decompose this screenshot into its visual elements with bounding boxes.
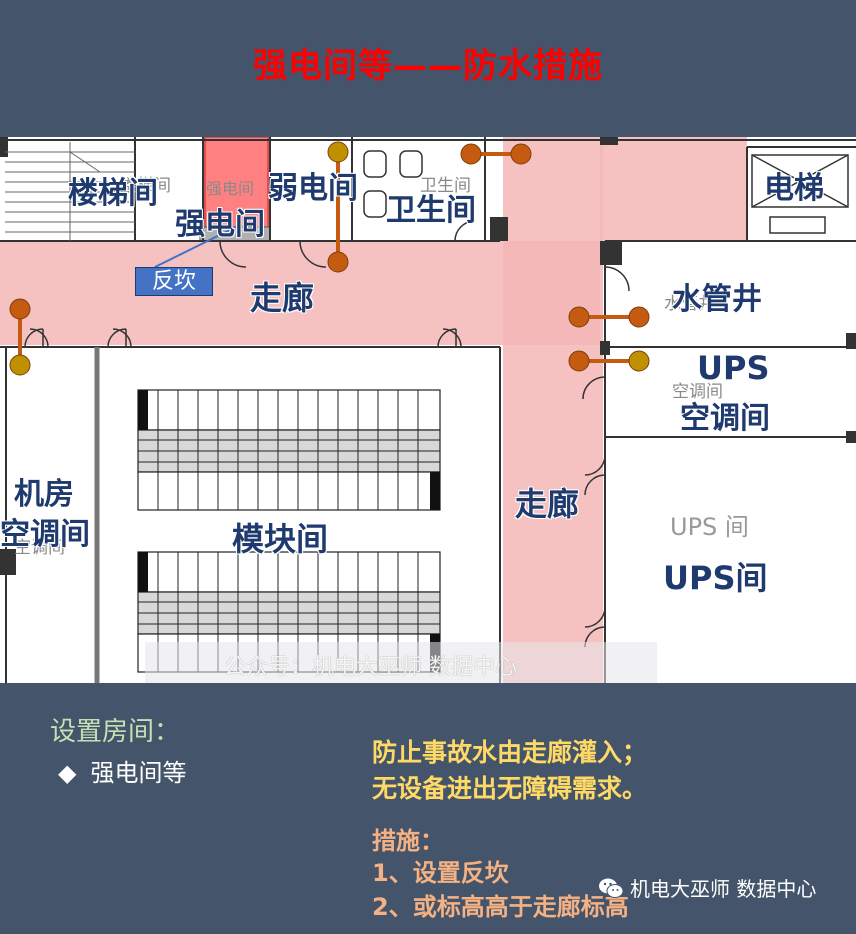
corridor-right-label: 走廊 (515, 485, 580, 523)
reason-line-2: 无设备进出无障碍需求。 (372, 774, 648, 803)
strong-room-label: 强电间 (175, 207, 265, 242)
machine-ac-label-line1: 机房 (14, 477, 74, 512)
notes-panel: 设置房间： ◆强电间等 防止事故水由走廊灌入； 无设备进出无障碍需求。 措施： … (0, 683, 856, 934)
toilet-ghost-label: 卫生间 (420, 176, 471, 196)
ups-room-label: UPS间 (663, 559, 768, 597)
setting-item-text: 强电间等 (90, 759, 187, 787)
ups-ac-label-line2: 空调间 (680, 401, 770, 436)
corridor-upper-right-fill (600, 137, 747, 241)
machine-ac-label-line2: 空调间 (0, 517, 90, 552)
stair-label: 楼梯间 (68, 176, 158, 211)
module-room-label: 模块间 (232, 520, 329, 558)
corridor-right-fill (503, 137, 603, 683)
measure-item-1: 1、设置反坎 (372, 859, 509, 887)
measures-title: 措施： (372, 827, 444, 855)
toilet-label: 卫生间 (386, 193, 476, 228)
strong-room-ghost-label: 强电间 (206, 179, 255, 198)
ups-ghost-label: UPS 间 (670, 513, 749, 541)
ups-ac-ghost-label: 空调间 (672, 382, 723, 402)
measure-item-2: 2、或标高高于走廊标高 (372, 893, 629, 921)
elevator-label: 电梯 (764, 171, 824, 206)
wechat-icon (599, 878, 624, 898)
pipe-ghost-label: 水管井 (664, 294, 715, 314)
corridor-top-fill (0, 241, 600, 345)
diamond-bullet-icon: ◆ (58, 759, 77, 787)
watermark-band (145, 642, 657, 683)
ups-ac-label-line1: UPS (697, 349, 770, 387)
corridor-top-label: 走廊 (250, 279, 315, 317)
fankan-callout: 反坎 (135, 267, 213, 296)
weak-room-label: 弱电间 (268, 171, 358, 206)
floor-plan: 楼梯间 强电间 卫生间 水管井 空调间 空调间 UPS 间 楼梯间 强电间 弱电… (0, 137, 856, 683)
reason-line-1: 防止事故水由走廊灌入； (372, 738, 648, 767)
pipe-shaft-label: 水管井 (672, 282, 762, 317)
machine-ac-ghost-label: 空调间 (14, 538, 65, 558)
page-title: 强电间等——防水措施 (253, 46, 603, 86)
wechat-text: 机电大巫师 数据中心 (630, 877, 817, 901)
wechat-badge: 机电大巫师 数据中心 (598, 873, 816, 902)
watermark-text: 公众号：机电大巫师 数据中心 (224, 655, 517, 680)
stair-ghost-label: 楼梯间 (120, 176, 171, 196)
setting-title: 设置房间： (50, 717, 181, 747)
setting-item: ◆ 强电间等 (58, 753, 186, 788)
